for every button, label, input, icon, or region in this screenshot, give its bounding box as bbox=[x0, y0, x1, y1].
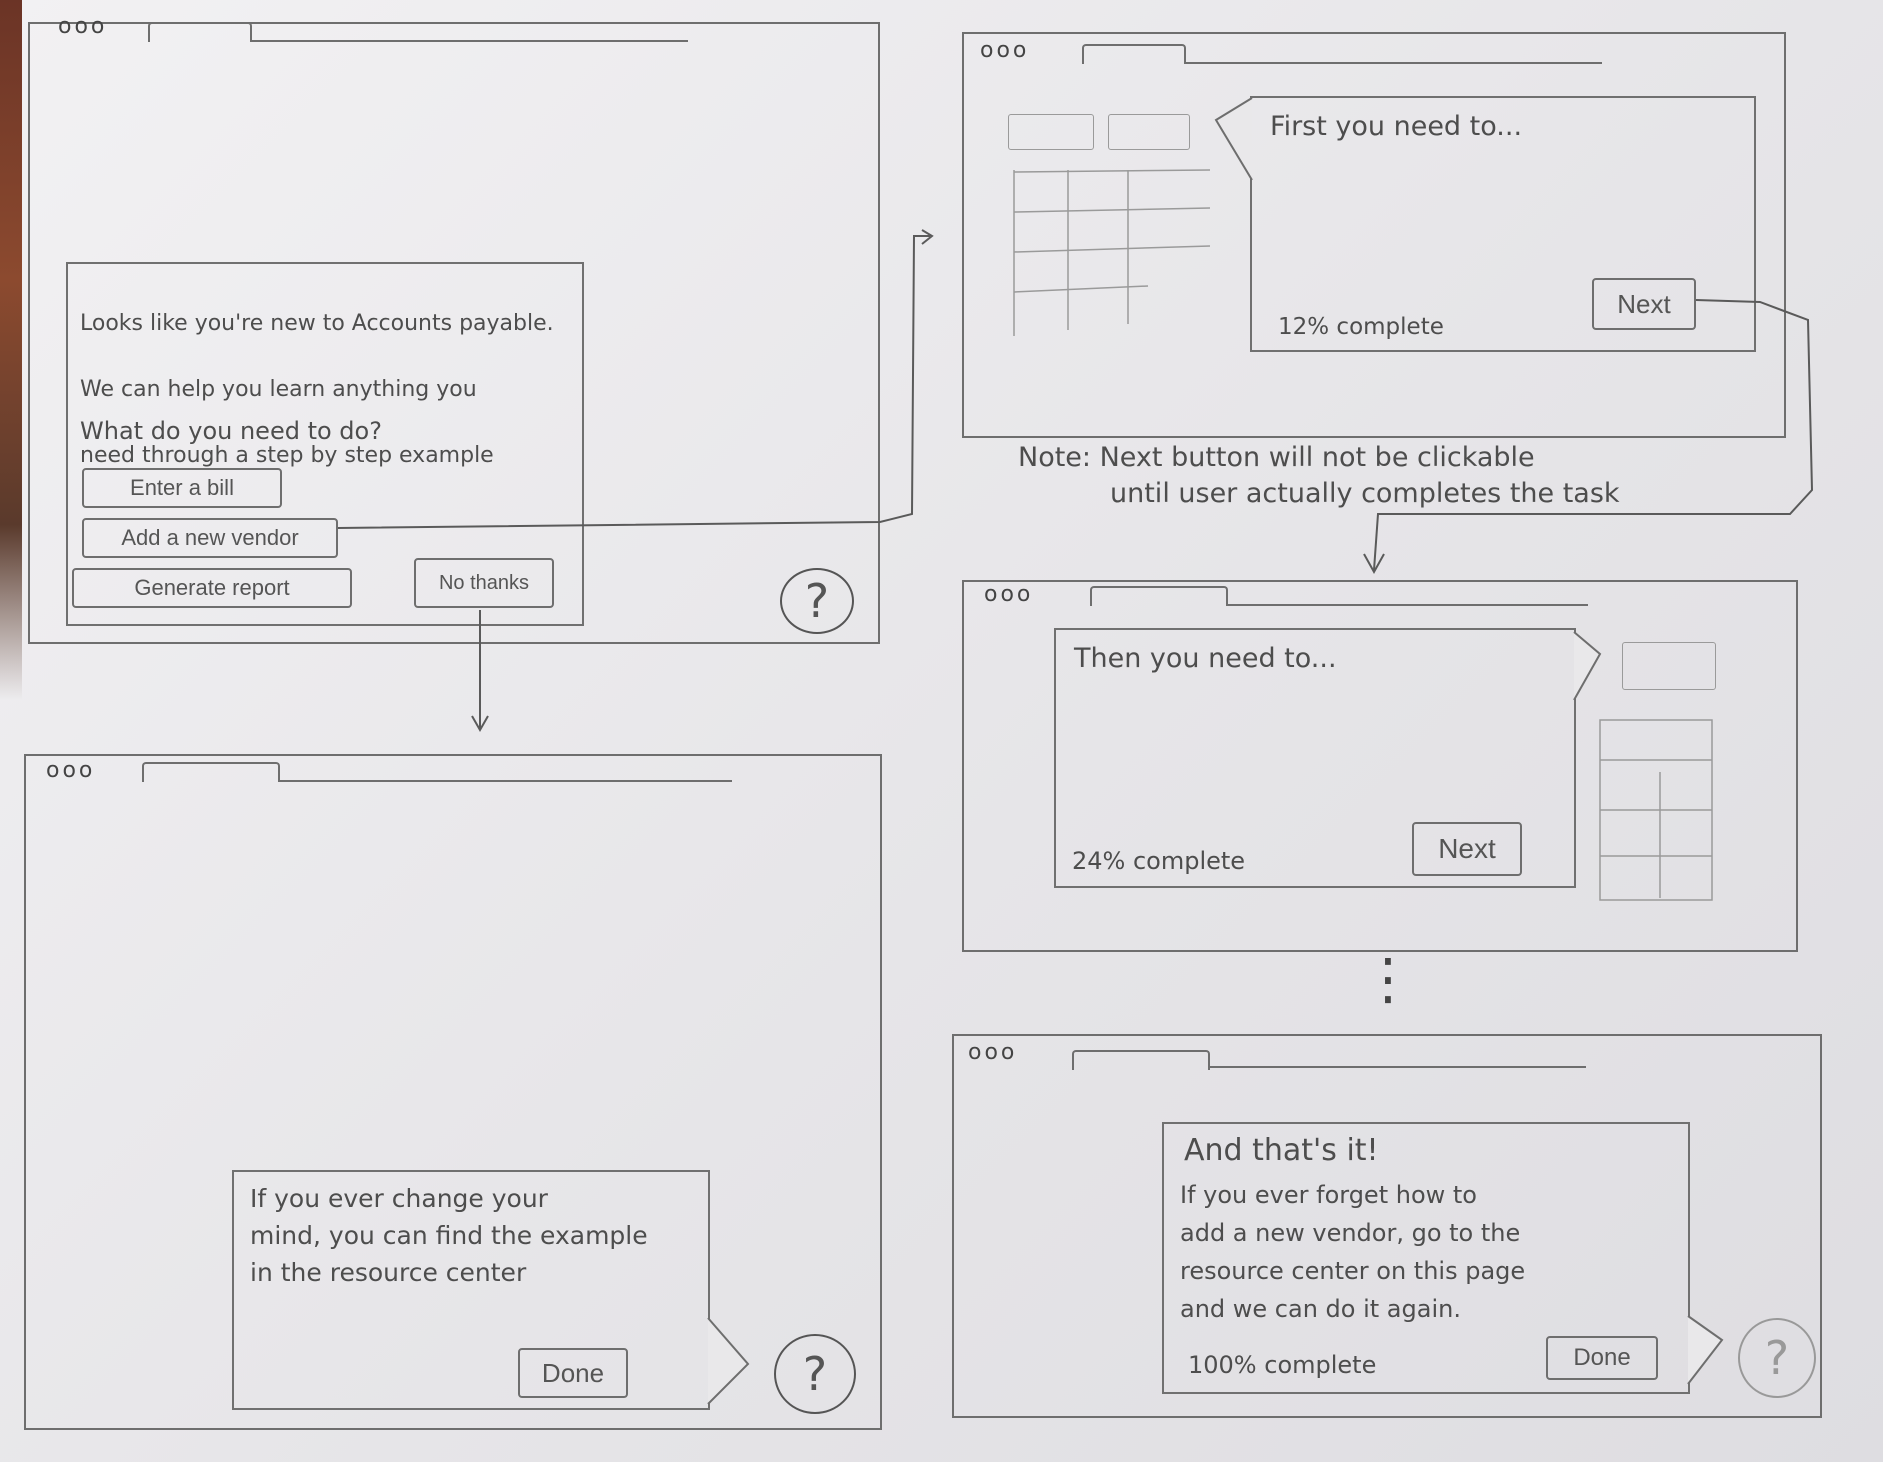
no-thanks-button[interactable]: No thanks bbox=[414, 558, 554, 608]
info-message: If you ever change your mind, you can fi… bbox=[250, 1184, 648, 1287]
completion-title: And that's it! bbox=[1184, 1133, 1379, 1168]
address-bar-line bbox=[280, 780, 732, 782]
browser-window bbox=[962, 580, 1798, 952]
enter-bill-button[interactable]: Enter a bill bbox=[82, 468, 282, 508]
window-dots-icon: ooo bbox=[968, 1040, 1018, 1065]
welcome-message-line-1: Looks like you're new to Accounts payabl… bbox=[80, 311, 554, 336]
step-dialog bbox=[1054, 628, 1576, 888]
browser-tab bbox=[1082, 44, 1186, 64]
welcome-question: What do you need to do? bbox=[80, 417, 382, 445]
progress-text: 24% complete bbox=[1072, 847, 1246, 875]
address-bar-line bbox=[252, 40, 688, 42]
window-dots-icon: ooo bbox=[984, 582, 1034, 607]
window-dots-icon: ooo bbox=[46, 758, 96, 783]
note-line-1: Note: Next button will not be clickable bbox=[1018, 442, 1535, 473]
background-card bbox=[1108, 114, 1190, 150]
browser-tab bbox=[1090, 586, 1228, 606]
next-button[interactable]: Next bbox=[1592, 278, 1696, 330]
help-icon[interactable]: ? bbox=[1738, 1318, 1816, 1398]
done-button[interactable]: Done bbox=[518, 1348, 628, 1398]
browser-tab bbox=[1072, 1050, 1210, 1070]
help-icon[interactable]: ? bbox=[774, 1334, 856, 1414]
designer-note: Note: Next button will not be clickable … bbox=[1018, 440, 1620, 512]
step-heading: Then you need to... bbox=[1074, 643, 1337, 674]
add-vendor-button[interactable]: Add a new vendor bbox=[82, 518, 338, 558]
completion-dialog bbox=[1162, 1122, 1690, 1394]
step-heading: First you need to... bbox=[1270, 111, 1523, 142]
browser-window bbox=[24, 754, 882, 1430]
browser-tab bbox=[142, 762, 280, 782]
background-card bbox=[1622, 642, 1716, 690]
background-card bbox=[1008, 114, 1094, 150]
background-rug bbox=[0, 0, 22, 700]
browser-tab bbox=[148, 22, 252, 42]
done-button[interactable]: Done bbox=[1546, 1336, 1658, 1380]
browser-window bbox=[952, 1034, 1822, 1418]
completion-message: If you ever forget how to add a new vend… bbox=[1180, 1181, 1526, 1323]
next-button[interactable]: Next bbox=[1412, 822, 1522, 876]
progress-text: 12% complete bbox=[1278, 314, 1444, 340]
progress-text: 100% complete bbox=[1188, 1351, 1377, 1379]
address-bar-line bbox=[1186, 62, 1602, 64]
note-line-2: until user actually completes the task bbox=[1110, 478, 1620, 509]
welcome-message-line-2: We can help you learn anything you bbox=[80, 377, 477, 402]
help-icon[interactable]: ? bbox=[780, 568, 854, 634]
info-dialog bbox=[232, 1170, 710, 1410]
continuation-dots-icon: ⋮ bbox=[1360, 947, 1416, 1012]
generate-report-button[interactable]: Generate report bbox=[72, 568, 352, 608]
window-dots-icon: ooo bbox=[58, 14, 108, 39]
window-dots-icon: ooo bbox=[980, 38, 1030, 63]
address-bar-line bbox=[1210, 1066, 1586, 1068]
address-bar-line bbox=[1228, 604, 1588, 606]
